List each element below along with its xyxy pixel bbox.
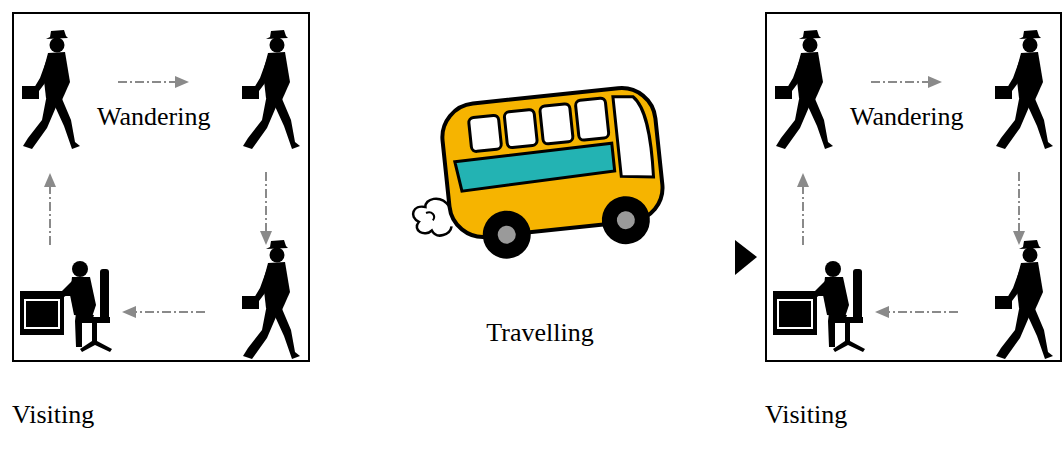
wandering-cycle (773, 30, 1053, 359)
bus-window (540, 103, 574, 144)
bus-wheel (600, 194, 653, 247)
activity-box: WanderingVisiting (765, 12, 1062, 362)
bus-stripe (455, 143, 615, 191)
activity-label: Travelling (486, 318, 593, 348)
box-caption: Visiting (765, 400, 847, 430)
wheel-hub (497, 225, 517, 245)
box-caption: Visiting (12, 400, 94, 430)
bus-window (504, 109, 538, 148)
activity-box: WanderingVisiting (12, 12, 310, 362)
flow-triangle (735, 240, 757, 275)
activity-name: Wandering (97, 102, 210, 132)
bus-illustration (402, 85, 668, 268)
bus-wheel (480, 208, 533, 261)
exhaust-smoke (412, 197, 453, 238)
wandering-cycle (20, 30, 300, 359)
bus-body (439, 85, 666, 241)
bus-window (575, 98, 609, 141)
bus-windshield (613, 93, 654, 180)
wheel-hub (616, 210, 636, 230)
smoke-swirl (426, 212, 434, 221)
bus-window (468, 115, 501, 152)
activity-name: Wandering (850, 102, 963, 132)
